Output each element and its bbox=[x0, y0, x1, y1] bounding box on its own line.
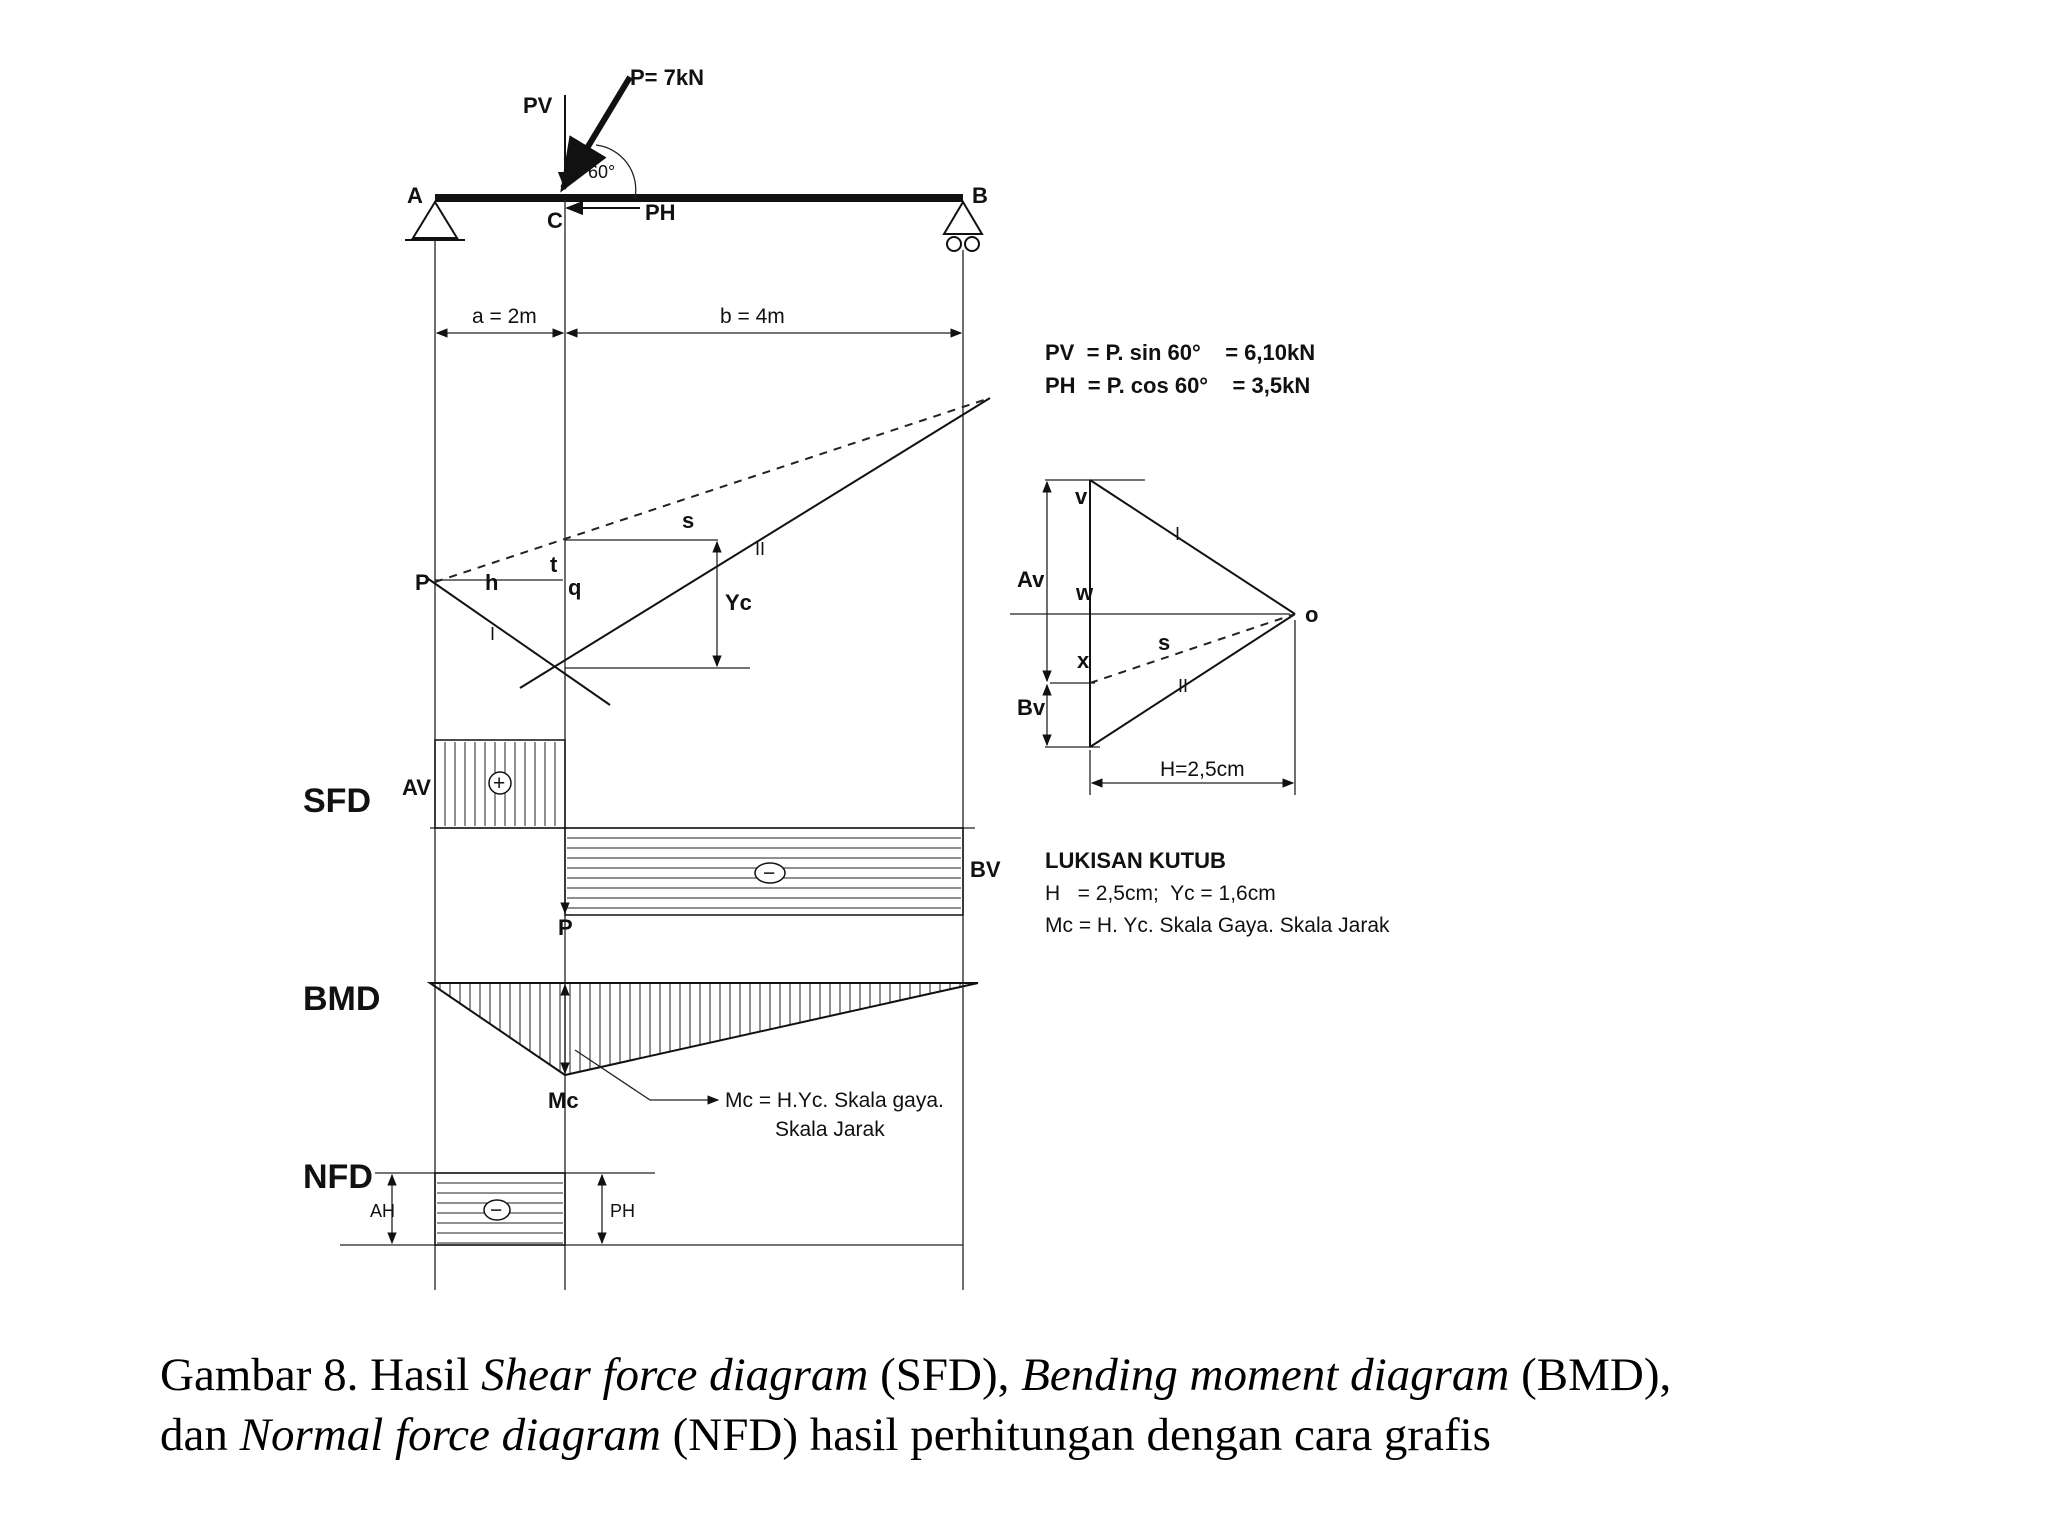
load-group: P= 7kN PV 60° PH bbox=[523, 65, 704, 225]
caption-italic-1: Shear force diagram bbox=[481, 1349, 869, 1401]
sfd-minus-circle bbox=[754, 862, 786, 884]
nfd-region bbox=[434, 1172, 566, 1246]
caption-text-5: (NFD) hasil perhitungan dengan cara graf… bbox=[660, 1409, 1491, 1461]
caption-italic-2: Bending moment diagram bbox=[1021, 1349, 1510, 1401]
yc-label: Yc bbox=[725, 590, 752, 615]
dimension-group: a = 2m b = 4m bbox=[435, 305, 963, 338]
beam-group: A B C bbox=[405, 183, 988, 252]
caption-line-1: Gambar 8. Hasil Shear force diagram (SFD… bbox=[160, 1345, 1960, 1405]
sfd-positive-region bbox=[434, 739, 566, 829]
funicular-p-label: P bbox=[415, 570, 430, 595]
dim-b-label: b = 4m bbox=[720, 305, 785, 328]
funicular-polygon: s II I t P h q Yc bbox=[415, 397, 991, 706]
pole-s-label: s bbox=[1158, 630, 1170, 655]
kutub-notes: LUKISAN KUTUB H = 2,5cm; Yc = 1,6cm Mc =… bbox=[1045, 848, 1390, 937]
roller-wheel-1 bbox=[946, 236, 962, 252]
dim-a-label: a = 2m bbox=[472, 305, 537, 328]
pole-h-label: H=2,5cm bbox=[1160, 758, 1245, 781]
inclined-force-arrow bbox=[560, 75, 633, 193]
ray-i bbox=[1089, 479, 1296, 615]
nfd-title: NFD bbox=[303, 1158, 373, 1196]
caption-text-2: (SFD), bbox=[868, 1349, 1022, 1401]
ray-s bbox=[1089, 613, 1296, 684]
equations: PV = P. sin 60° = 6,10kN PH = P. cos 60°… bbox=[1045, 340, 1315, 398]
pole-o-label: o bbox=[1305, 602, 1318, 627]
roller-wheel-2 bbox=[964, 236, 980, 252]
sfd-negative-region bbox=[564, 827, 964, 916]
mc-note-1: Mc = H.Yc. Skala gaya. bbox=[725, 1089, 944, 1112]
bmd-title: BMD bbox=[303, 980, 380, 1018]
node-c-label: C bbox=[547, 208, 563, 233]
sfd-plus-sign: + bbox=[493, 772, 505, 795]
caption-text-1: Gambar 8. Hasil bbox=[160, 1349, 482, 1401]
ray-ii bbox=[1089, 613, 1296, 748]
caption-text-3: (BMD), bbox=[1509, 1349, 1672, 1401]
bmd-shape bbox=[426, 982, 979, 1077]
nfd-group: NFD − AH PH bbox=[303, 1158, 963, 1246]
nfd-ph-label: PH bbox=[610, 1201, 635, 1221]
caption-italic-3: Normal force diagram bbox=[239, 1409, 661, 1461]
mc-leader bbox=[574, 1049, 720, 1105]
kutub-line-2: Mc = H. Yc. Skala Gaya. Skala Jarak bbox=[1045, 914, 1390, 937]
caption-text-4: dan bbox=[160, 1409, 240, 1461]
funicular-line-i bbox=[426, 577, 611, 706]
pv-label: PV bbox=[523, 93, 553, 118]
sfd-av-label: AV bbox=[402, 775, 431, 800]
pole-diagram: Av Bv v w x o s I II H=2,5cm bbox=[1010, 479, 1318, 795]
kutub-title: LUKISAN KUTUB bbox=[1045, 848, 1226, 873]
eq-ph: PH = P. cos 60° = 3,5kN bbox=[1045, 373, 1310, 398]
sfd-p-label: P bbox=[558, 915, 573, 940]
node-b-label: B bbox=[972, 183, 988, 208]
sfd-group: SFD + − AV BV P bbox=[303, 739, 1001, 940]
pole-av-label: Av bbox=[1017, 567, 1045, 592]
pole-w-label: w bbox=[1075, 580, 1094, 605]
sfd-plus-circle bbox=[488, 771, 512, 795]
funicular-i-label: I bbox=[490, 624, 495, 644]
figure-caption: Gambar 8. Hasil Shear force diagram (SFD… bbox=[160, 1345, 1960, 1465]
angle-arc bbox=[595, 144, 637, 199]
nfd-minus-circle bbox=[483, 1199, 511, 1221]
funicular-t-label: t bbox=[550, 552, 558, 577]
pole-i-label: I bbox=[1175, 524, 1180, 544]
pole-bv-label: Bv bbox=[1017, 695, 1046, 720]
funicular-s-label: s bbox=[682, 508, 694, 533]
force-label: P= 7kN bbox=[630, 65, 704, 90]
funicular-ii-label: II bbox=[755, 539, 765, 559]
pin-support-a bbox=[411, 200, 459, 239]
sfd-minus-sign: − bbox=[763, 862, 775, 885]
pole-ii-label: II bbox=[1178, 676, 1188, 696]
bmd-group: BMD Mc Mc = H.Yc. Skala gaya. Skala Jara… bbox=[303, 980, 979, 1141]
funicular-q-label: q bbox=[568, 575, 581, 600]
pole-x-label: x bbox=[1077, 648, 1090, 673]
kutub-line-1: H = 2,5cm; Yc = 1,6cm bbox=[1045, 882, 1276, 905]
closing-line-s bbox=[434, 397, 991, 583]
roller-support-b bbox=[942, 200, 984, 235]
sfd-title: SFD bbox=[303, 782, 371, 820]
sfd-bv-label: BV bbox=[970, 857, 1001, 882]
nfd-minus-sign: − bbox=[490, 1199, 502, 1222]
angle-label: 60° bbox=[588, 162, 615, 182]
node-a-label: A bbox=[407, 183, 423, 208]
ph-label: PH bbox=[645, 200, 676, 225]
eq-pv: PV = P. sin 60° = 6,10kN bbox=[1045, 340, 1315, 365]
mc-note-2: Skala Jarak bbox=[775, 1118, 885, 1141]
nfd-ah-label: AH bbox=[370, 1201, 395, 1221]
funicular-h-label: h bbox=[485, 570, 498, 595]
bmd-mc-label: Mc bbox=[548, 1088, 579, 1113]
pole-v-label: v bbox=[1075, 484, 1088, 509]
caption-line-2: dan Normal force diagram (NFD) hasil per… bbox=[160, 1405, 1960, 1465]
funicular-line-ii bbox=[519, 397, 991, 689]
